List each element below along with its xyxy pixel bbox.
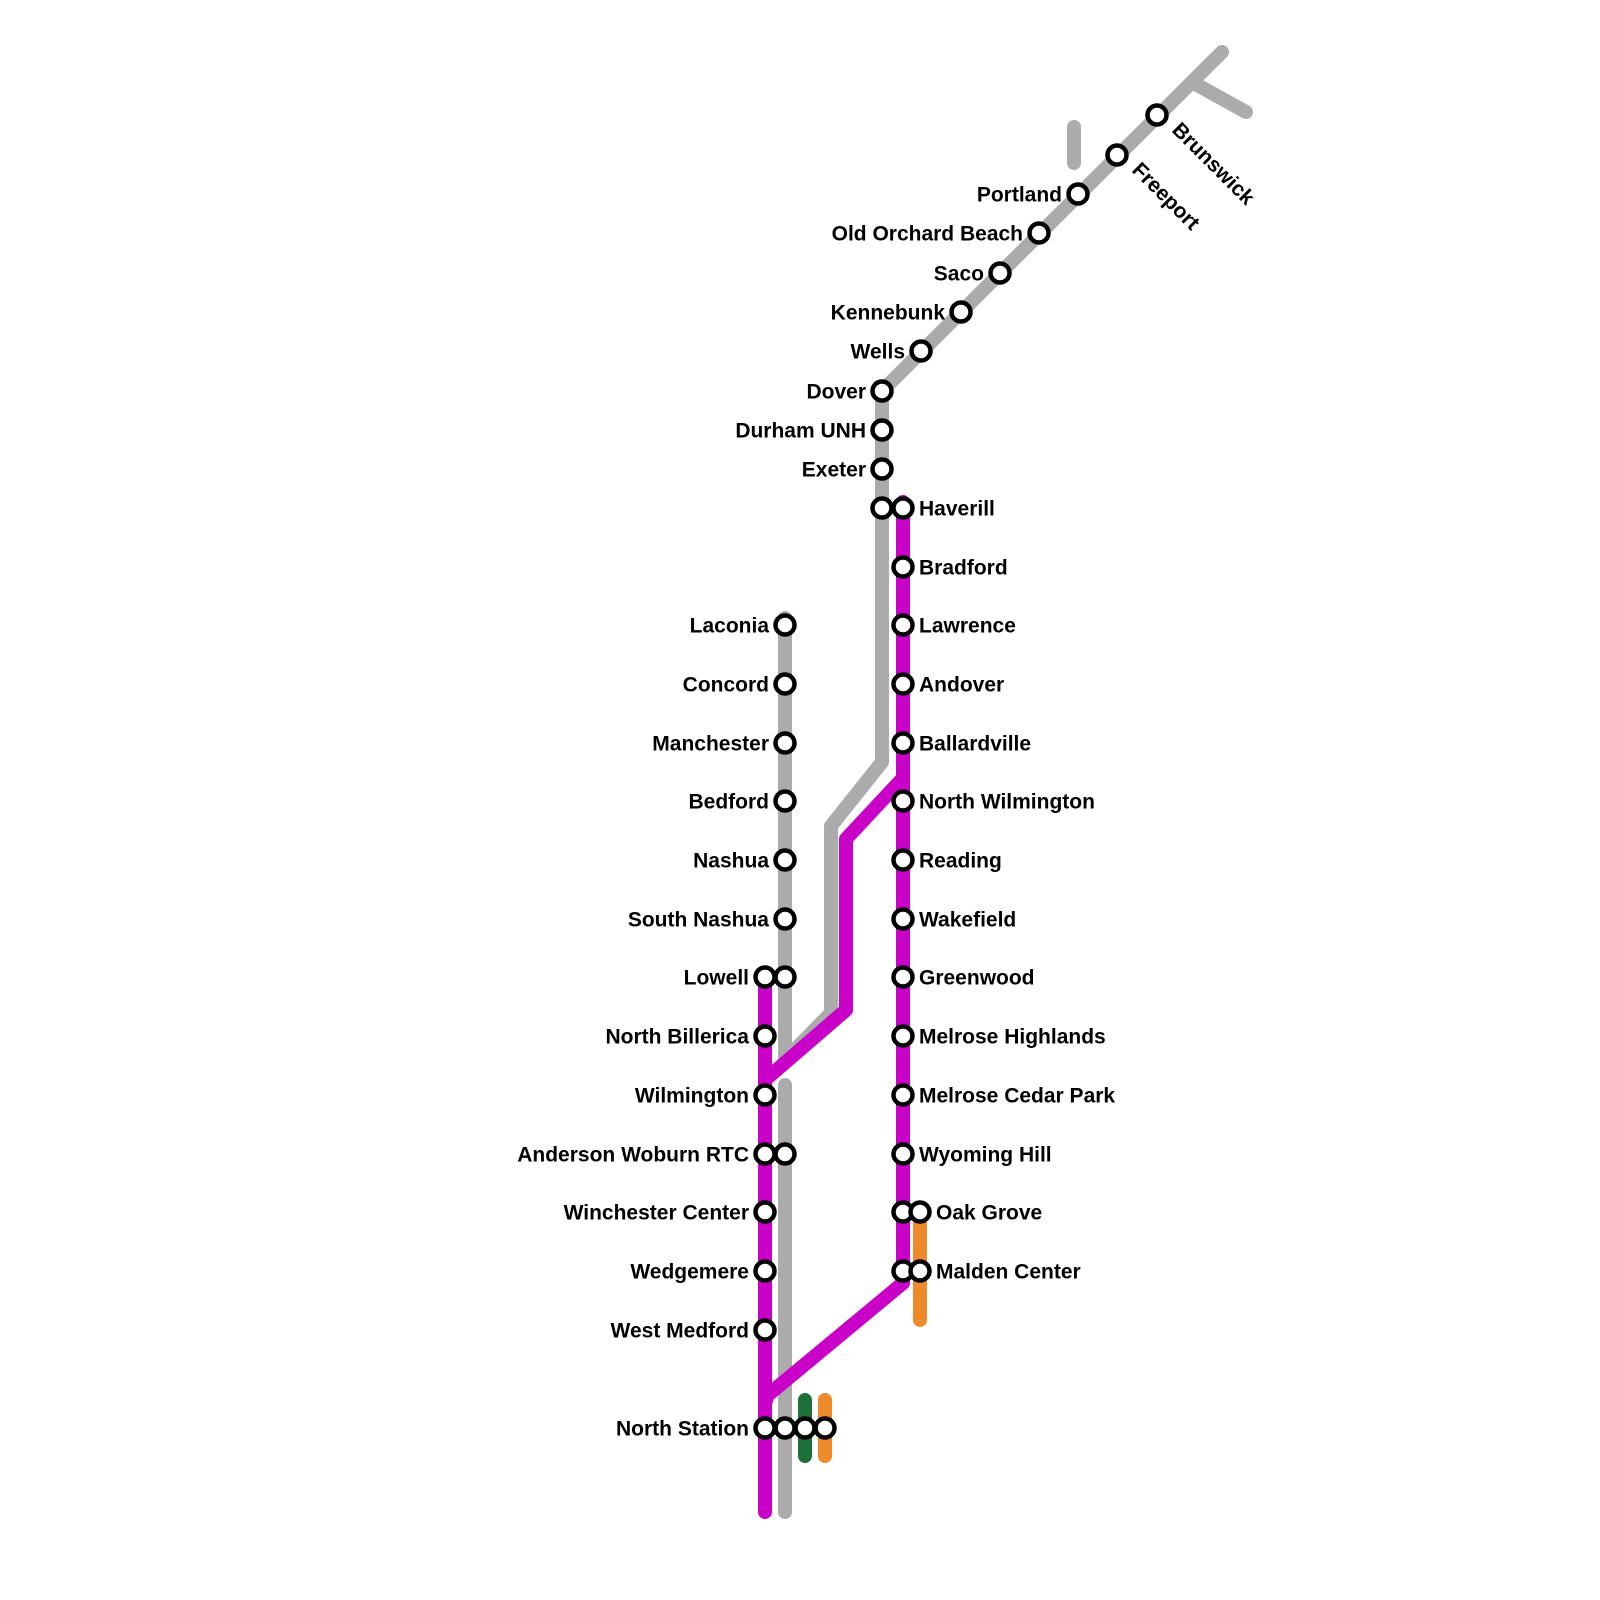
station-label-portland: Portland — [977, 184, 1062, 207]
station-marker-anderson-woburn-rtc-2 — [773, 1142, 797, 1166]
station-marker-north-station-3 — [793, 1416, 817, 1440]
station-label-ballardville: Ballardville — [919, 733, 1031, 756]
station-marker-lowell-1 — [753, 965, 777, 989]
station-label-melrose-highlands: Melrose Highlands — [919, 1026, 1106, 1049]
station-label-west-medford: West Medford — [611, 1320, 749, 1343]
station-label-saco: Saco — [934, 263, 984, 286]
station-label-greenwood: Greenwood — [919, 967, 1035, 990]
station-marker-concord — [773, 672, 797, 696]
station-marker-lowell-2 — [773, 965, 797, 989]
station-label-manchester: Manchester — [652, 733, 769, 756]
station-marker-west-medford — [753, 1318, 777, 1342]
station-marker-wilmington — [753, 1083, 777, 1107]
station-marker-lawrence — [891, 613, 915, 637]
station-marker-wedgemere — [753, 1259, 777, 1283]
station-label-bradford: Bradford — [919, 557, 1008, 580]
station-label-kennebunk: Kennebunk — [831, 302, 946, 325]
station-label-durham-unh: Durham UNH — [735, 420, 866, 443]
station-label-lowell: Lowell — [684, 967, 749, 990]
station-marker-portland — [1066, 182, 1090, 206]
station-label-old-orchard-beach: Old Orchard Beach — [832, 223, 1023, 246]
station-label-north-billerica: North Billerica — [605, 1026, 749, 1049]
station-marker-haverill-2 — [891, 496, 915, 520]
station-marker-anderson-woburn-rtc-1 — [753, 1142, 777, 1166]
station-label-wakefield: Wakefield — [919, 909, 1016, 932]
station-marker-wells — [909, 339, 933, 363]
station-marker-north-station-4 — [813, 1416, 837, 1440]
station-label-haverill: Haverill — [919, 498, 995, 521]
station-marker-north-wilmington — [891, 789, 915, 813]
station-marker-bedford — [773, 789, 797, 813]
station-marker-oak-grove-2 — [908, 1200, 932, 1224]
station-marker-exeter — [870, 457, 894, 481]
station-marker-old-orchard-beach — [1027, 221, 1051, 245]
station-label-reading: Reading — [919, 850, 1002, 873]
station-marker-greenwood — [891, 965, 915, 989]
station-marker-south-nashua — [773, 907, 797, 931]
station-label-lawrence: Lawrence — [919, 615, 1016, 638]
station-marker-dover — [870, 379, 894, 403]
station-marker-nashua — [773, 848, 797, 872]
station-marker-north-station-1 — [753, 1416, 777, 1440]
station-label-south-nashua: South Nashua — [628, 909, 769, 932]
station-label-melrose-cedar-park: Melrose Cedar Park — [919, 1085, 1115, 1108]
station-marker-melrose-highlands — [891, 1024, 915, 1048]
station-marker-kennebunk — [949, 300, 973, 324]
station-label-wells: Wells — [851, 341, 905, 364]
station-marker-north-billerica — [753, 1024, 777, 1048]
station-marker-melrose-cedar-park — [891, 1083, 915, 1107]
station-marker-reading — [891, 848, 915, 872]
station-marker-bradford — [891, 555, 915, 579]
station-label-freeport: Freeport — [1127, 158, 1204, 235]
station-label-oak-grove: Oak Grove — [936, 1202, 1042, 1225]
station-label-dover: Dover — [806, 381, 866, 404]
station-marker-winchester-center — [753, 1200, 777, 1224]
route-line-brunswick-branch — [1185, 75, 1253, 119]
station-label-wilmington: Wilmington — [635, 1085, 749, 1108]
station-marker-andover — [891, 672, 915, 696]
station-marker-brunswick — [1145, 103, 1169, 127]
station-marker-wyoming-hill — [891, 1142, 915, 1166]
station-label-malden-center: Malden Center — [936, 1261, 1081, 1284]
station-label-concord: Concord — [683, 674, 769, 697]
station-marker-laconia — [773, 613, 797, 637]
station-label-nashua: Nashua — [693, 850, 769, 873]
station-label-wyoming-hill: Wyoming Hill — [919, 1144, 1052, 1167]
station-label-wedgemere: Wedgemere — [630, 1261, 749, 1284]
station-label-north-station: North Station — [616, 1418, 749, 1441]
station-marker-durham-unh — [870, 418, 894, 442]
station-label-anderson-woburn-rtc: Anderson Woburn RTC — [517, 1144, 749, 1167]
station-label-exeter: Exeter — [802, 459, 866, 482]
station-label-laconia: Laconia — [690, 615, 770, 638]
station-marker-wakefield — [891, 907, 915, 931]
station-marker-haverill-1 — [870, 496, 894, 520]
station-marker-ballardville — [891, 731, 915, 755]
station-marker-freeport — [1105, 143, 1129, 167]
route-line-wildcat-branch — [758, 771, 910, 1087]
station-marker-malden-center-2 — [908, 1259, 932, 1283]
station-marker-north-station-2 — [773, 1416, 797, 1440]
station-marker-manchester — [773, 731, 797, 755]
station-marker-saco — [988, 261, 1012, 285]
station-label-north-wilmington: North Wilmington — [919, 791, 1095, 814]
station-label-andover: Andover — [919, 674, 1004, 697]
station-label-winchester-center: Winchester Center — [564, 1202, 749, 1225]
station-label-bedford: Bedford — [689, 791, 770, 814]
